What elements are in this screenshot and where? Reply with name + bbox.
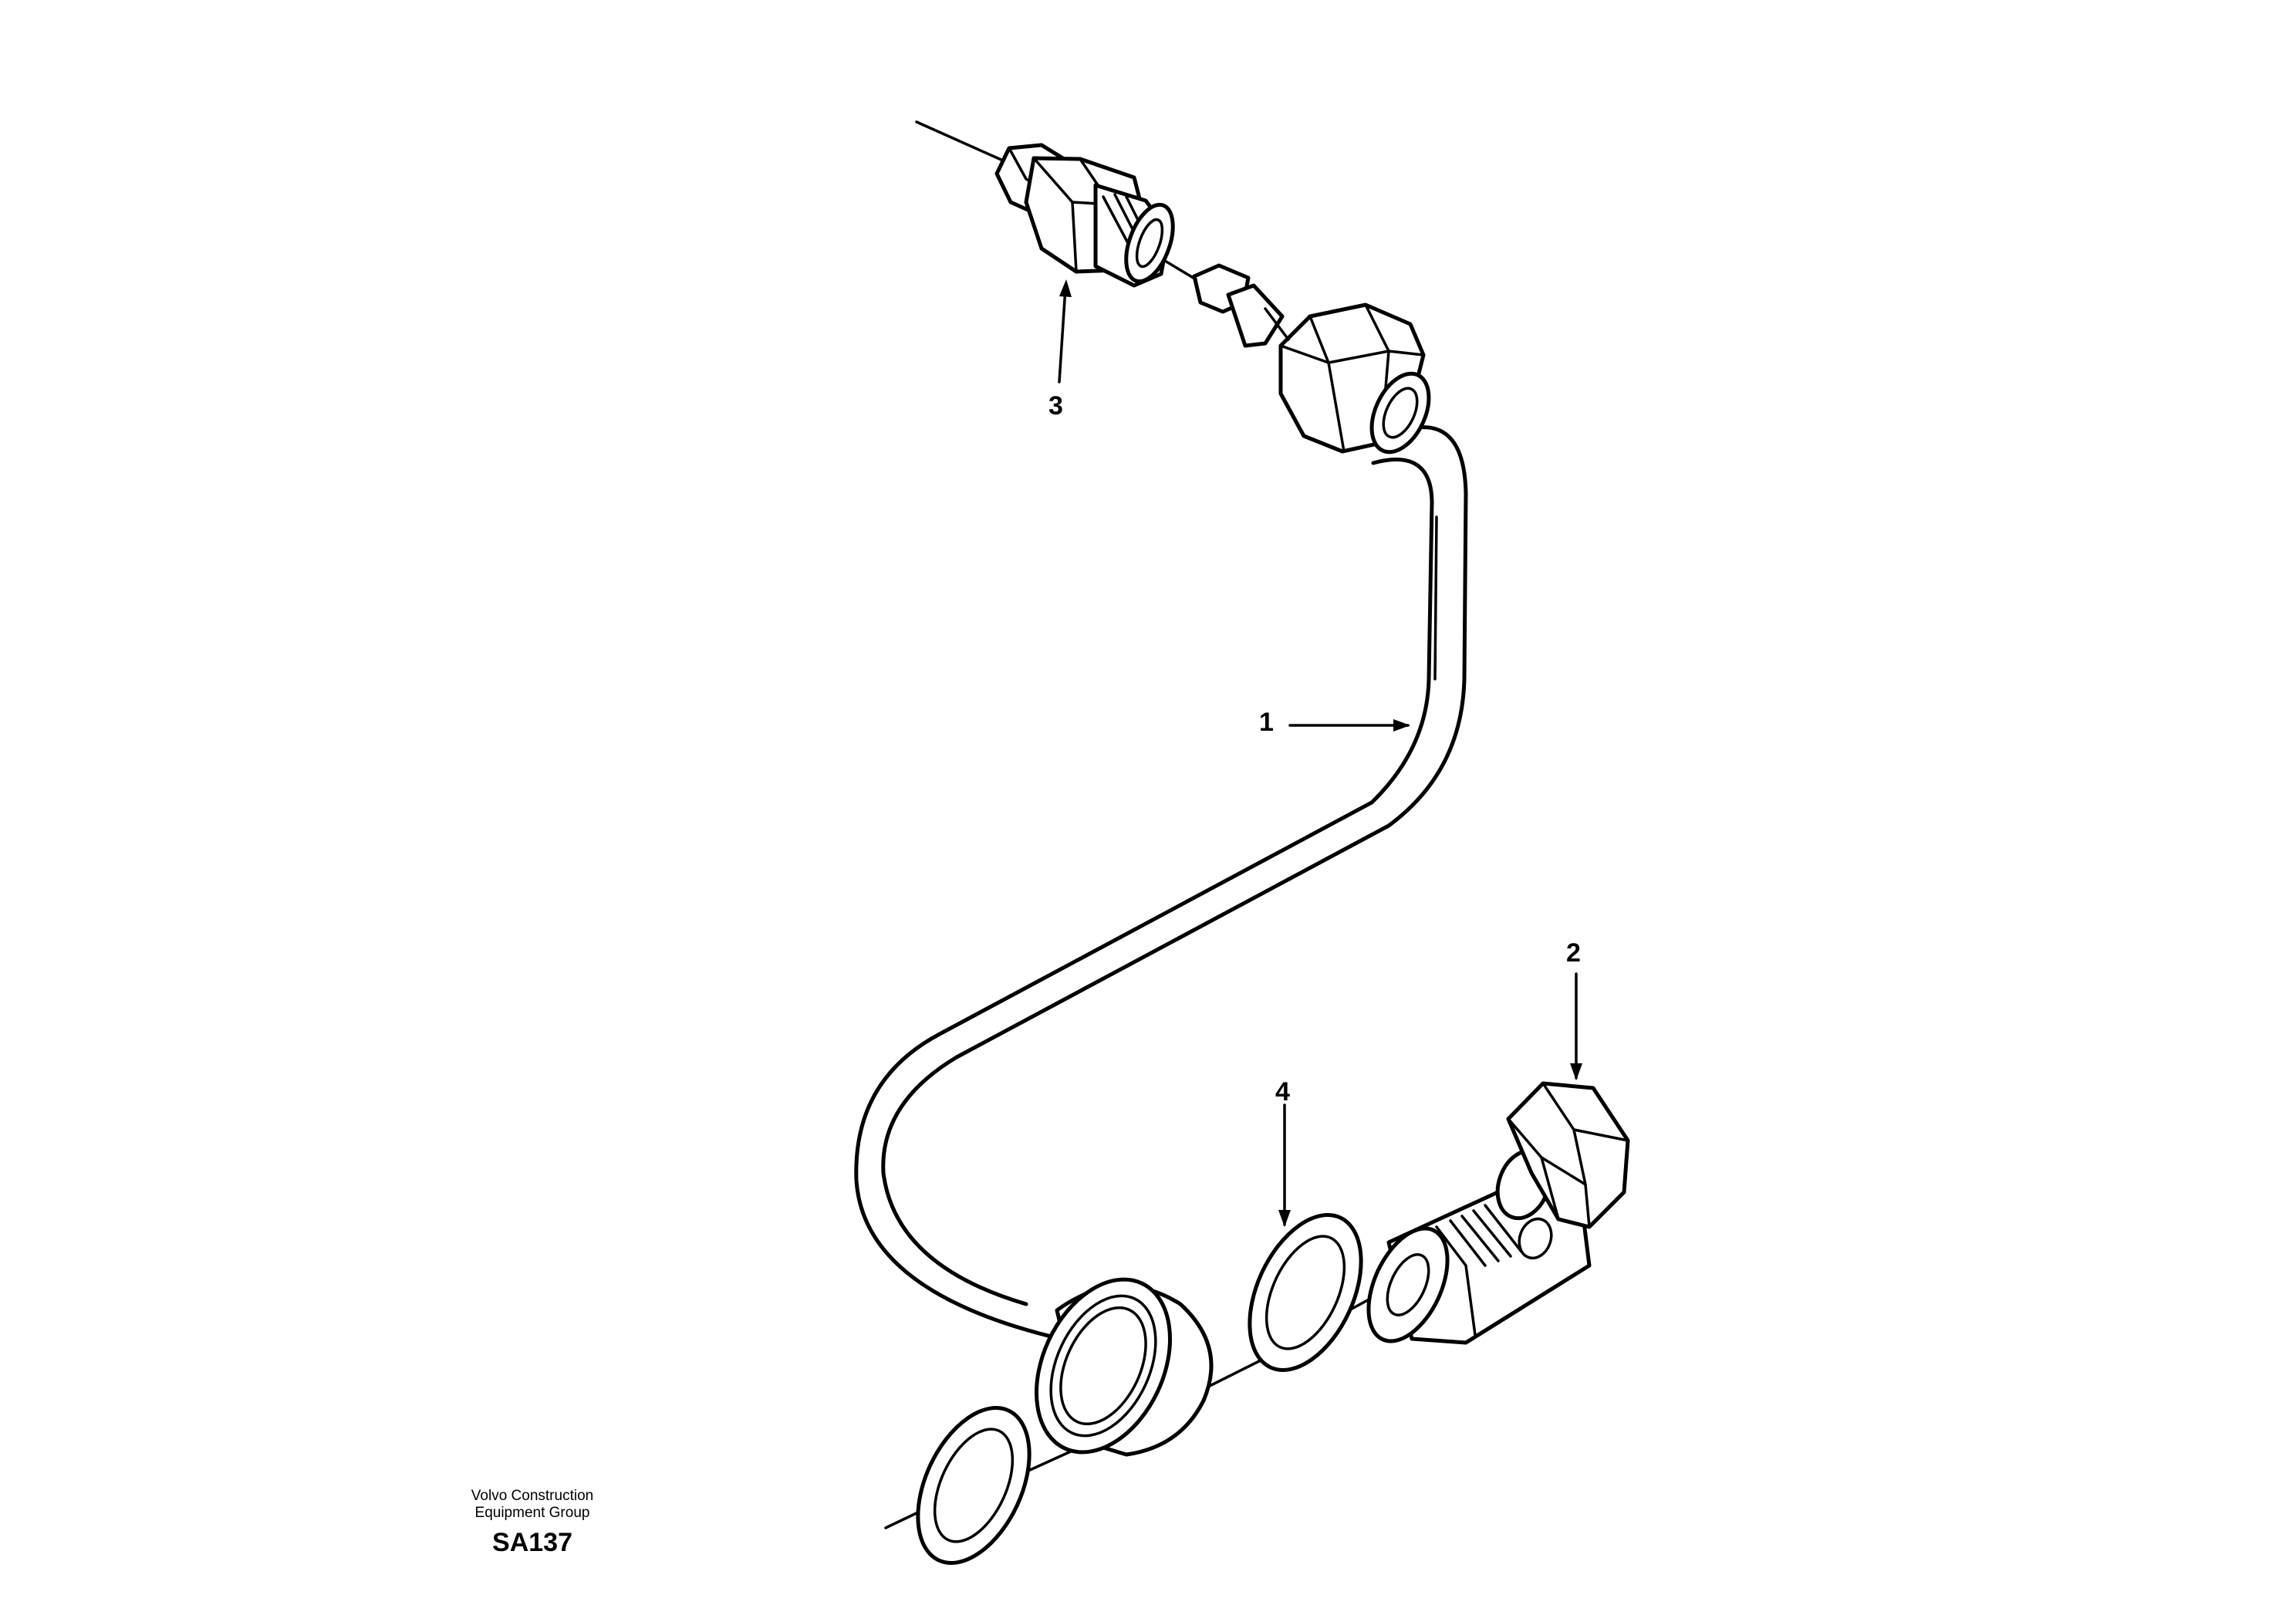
banjo-eye bbox=[1034, 1277, 1214, 1457]
fuel-pipe bbox=[854, 425, 1468, 1341]
lower-sealing-washer bbox=[916, 1406, 1032, 1565]
hollow-screw bbox=[1366, 1081, 1630, 1345]
callout-4: 4 bbox=[1275, 1077, 1290, 1107]
assembly-axis-lines bbox=[884, 120, 1390, 1529]
pipe-end-nipple bbox=[1192, 263, 1290, 348]
pipe-connector bbox=[994, 143, 1175, 288]
callout-3: 3 bbox=[1048, 391, 1063, 421]
leader-lines bbox=[1058, 279, 1582, 1227]
figure-code: SA137 bbox=[492, 1527, 572, 1557]
footer-org-line1: Volvo Construction bbox=[471, 1488, 594, 1504]
callout-1: 1 bbox=[1259, 708, 1274, 737]
callout-2: 2 bbox=[1566, 938, 1581, 968]
pipe-nut bbox=[1278, 302, 1431, 454]
footer-org-line2: Equipment Group bbox=[474, 1504, 590, 1521]
figure-footer: Volvo Construction Equipment Group SA137 bbox=[432, 1488, 633, 1558]
upper-sealing-washer bbox=[1248, 1213, 1363, 1372]
